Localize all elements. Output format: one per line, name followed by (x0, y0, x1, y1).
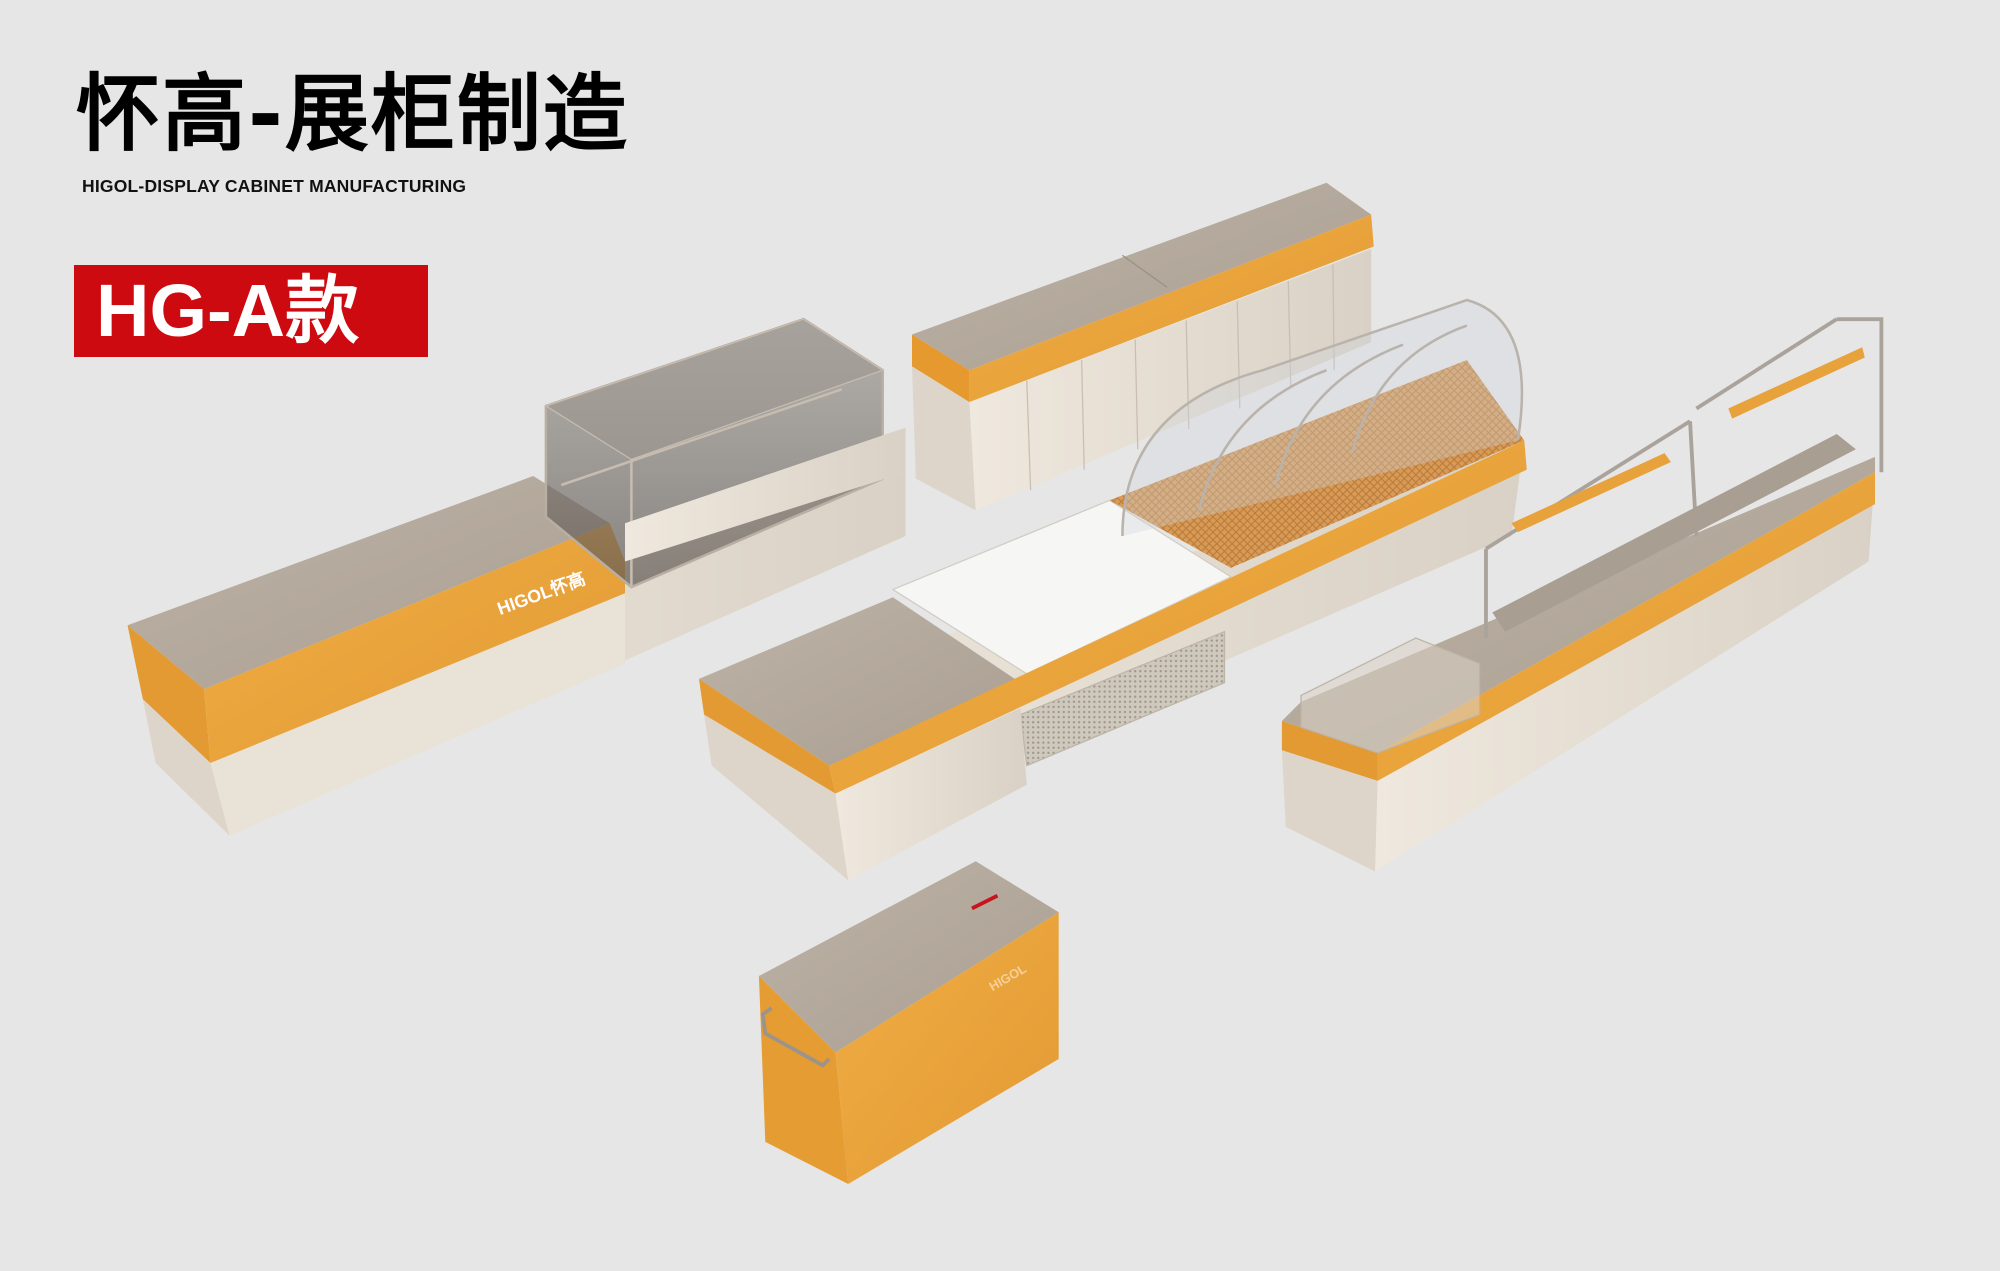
small-storage-box: HIGOL (758, 861, 1059, 1184)
page-title: 怀高-展柜制造 (76, 65, 629, 163)
center-counter (698, 298, 1527, 881)
model-badge: HG-A款 (74, 265, 428, 357)
page-subtitle: HIGOL-DISPLAY CABINET MANUFACTURING (82, 176, 467, 196)
right-counter (1281, 317, 1884, 872)
back-cabinet (911, 182, 1374, 511)
left-cabinet: HIGOL怀高 (127, 317, 906, 836)
